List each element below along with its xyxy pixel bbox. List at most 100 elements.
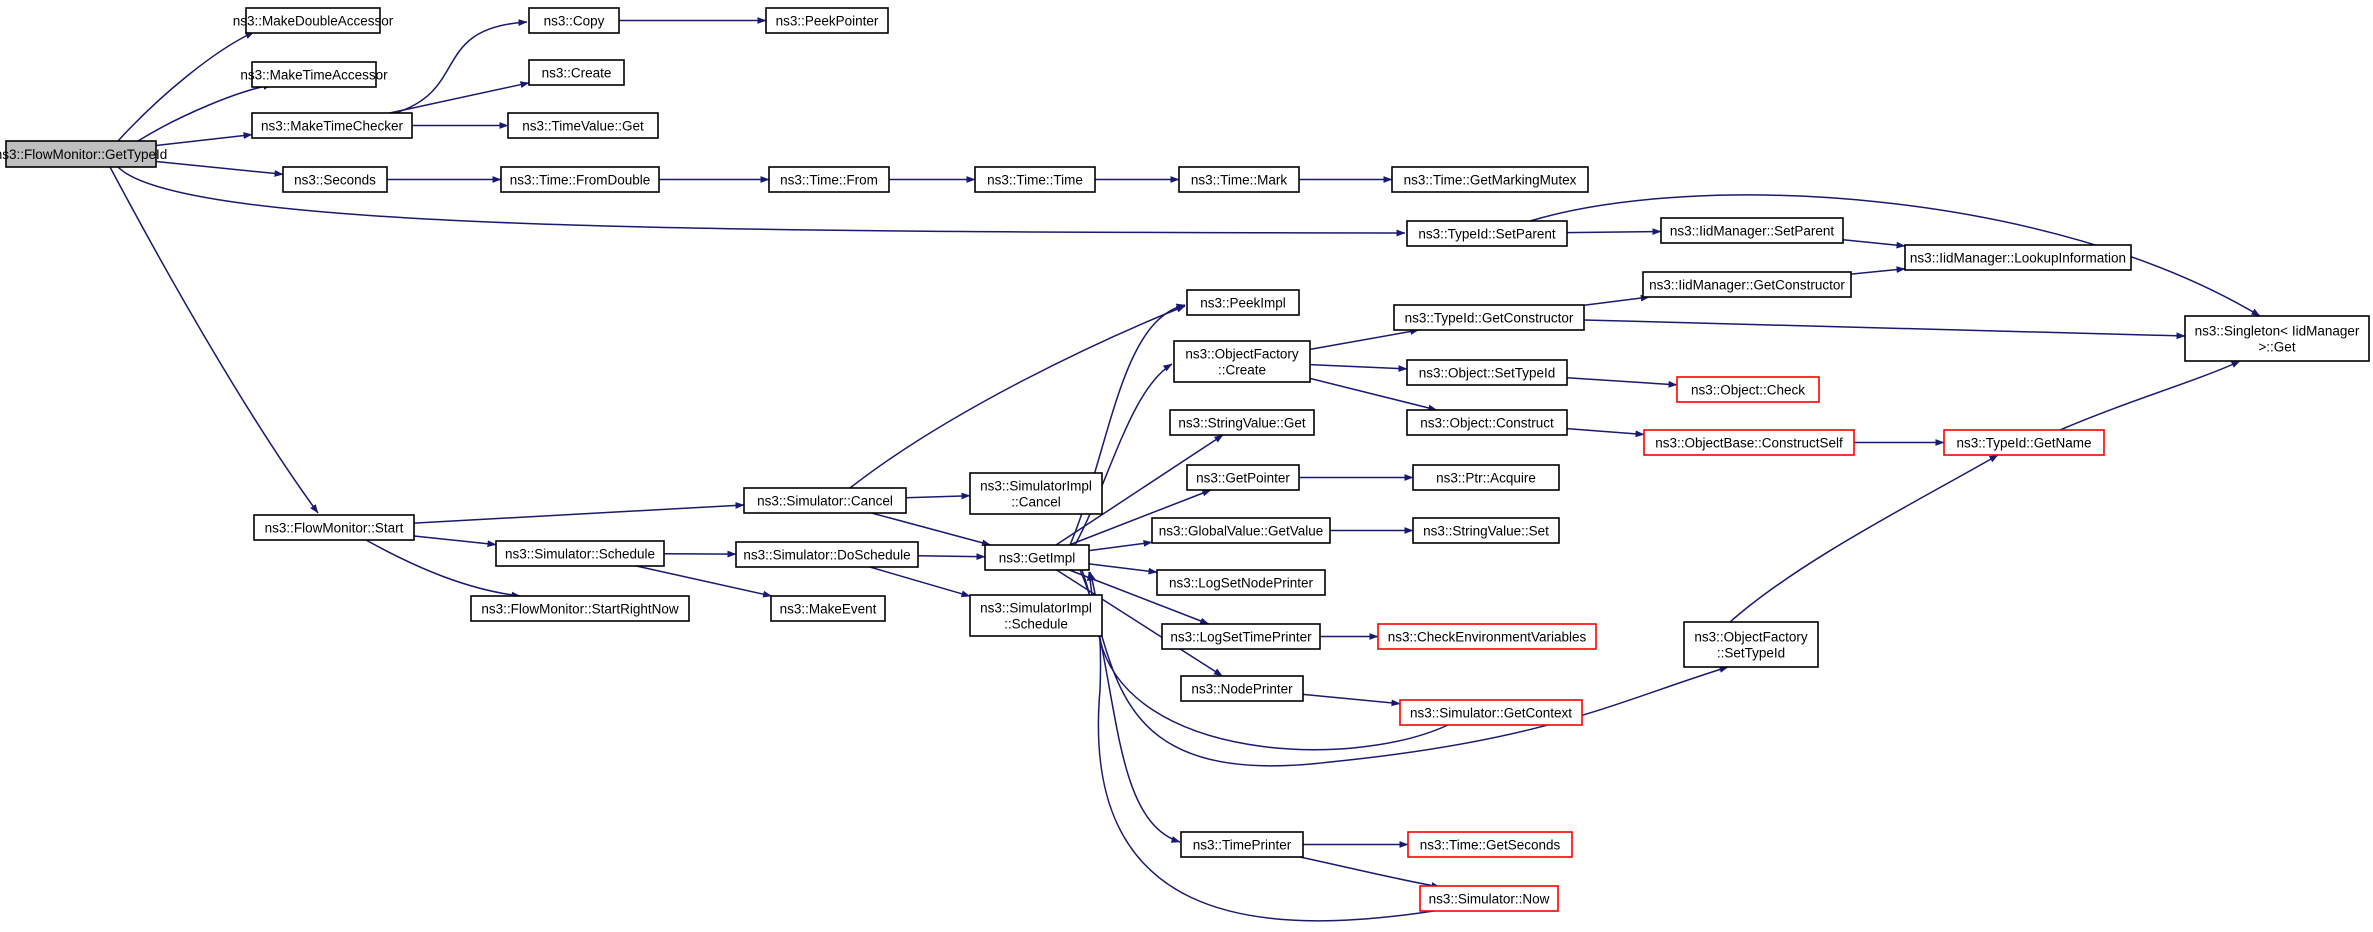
node-ptrAcquire[interactable]: ns3::Ptr::Acquire bbox=[1412, 464, 1560, 491]
node-box[interactable] bbox=[1173, 340, 1311, 383]
node-logSetTimePrinter[interactable]: ns3::LogSetTimePrinter bbox=[1161, 623, 1321, 650]
node-box[interactable] bbox=[470, 595, 690, 622]
node-box[interactable] bbox=[743, 487, 907, 514]
node-simSchedule[interactable]: ns3::Simulator::Schedule bbox=[495, 540, 665, 567]
node-iidGetConstructor[interactable]: ns3::IidManager::GetConstructor bbox=[1642, 271, 1852, 298]
node-flowMonitorStart[interactable]: ns3::FlowMonitor::Start bbox=[253, 514, 415, 541]
node-box[interactable] bbox=[765, 7, 889, 34]
node-box[interactable] bbox=[251, 61, 377, 88]
node-simNow[interactable]: ns3::Simulator::Now bbox=[1419, 885, 1559, 912]
node-objectConstruct[interactable]: ns3::Object::Construct bbox=[1406, 409, 1568, 436]
node-box[interactable] bbox=[1660, 217, 1844, 244]
node-timeFrom[interactable]: ns3::Time::From bbox=[768, 166, 890, 193]
node-timeMark[interactable]: ns3::Time::Mark bbox=[1178, 166, 1300, 193]
node-box[interactable] bbox=[1169, 409, 1315, 436]
node-box[interactable] bbox=[1180, 831, 1304, 858]
node-simGetContext[interactable]: ns3::Simulator::GetContext bbox=[1399, 699, 1583, 726]
node-simCancel[interactable]: ns3::Simulator::Cancel bbox=[743, 487, 907, 514]
node-box[interactable] bbox=[969, 594, 1103, 637]
node-create[interactable]: ns3::Create bbox=[528, 59, 625, 86]
node-box[interactable] bbox=[1412, 517, 1560, 544]
node-box[interactable] bbox=[1186, 464, 1300, 491]
node-box[interactable] bbox=[1943, 429, 2105, 456]
node-box[interactable] bbox=[495, 540, 665, 567]
node-singletonGet[interactable]: ns3::Singleton< IidManager>::Get bbox=[2184, 315, 2370, 362]
node-box[interactable] bbox=[768, 166, 890, 193]
node-timeValueGet[interactable]: ns3::TimeValue::Get bbox=[507, 112, 659, 139]
node-box[interactable] bbox=[1406, 359, 1568, 386]
node-getTypeId[interactable]: ns3::FlowMonitor::GetTypeId bbox=[0, 140, 167, 168]
node-makeDoubleAccessor[interactable]: ns3::MakeDoubleAccessor bbox=[233, 7, 394, 34]
node-box[interactable] bbox=[1904, 244, 2132, 271]
node-makeEvent[interactable]: ns3::MakeEvent bbox=[770, 595, 886, 622]
node-getPointer[interactable]: ns3::GetPointer bbox=[1186, 464, 1300, 491]
node-simImplCancel[interactable]: ns3::SimulatorImpl::Cancel bbox=[969, 472, 1103, 515]
node-objectCheck[interactable]: ns3::Object::Check bbox=[1676, 376, 1820, 403]
node-box[interactable] bbox=[1377, 623, 1597, 650]
node-box[interactable] bbox=[1643, 429, 1855, 456]
node-typeIdSetParent[interactable]: ns3::TypeId::SetParent bbox=[1406, 220, 1568, 247]
node-checkEnvVars[interactable]: ns3::CheckEnvironmentVariables bbox=[1377, 623, 1597, 650]
node-objectFactorySetTypeId[interactable]: ns3::ObjectFactory::SetTypeId bbox=[1683, 621, 1819, 668]
node-nodePrinter[interactable]: ns3::NodePrinter bbox=[1180, 675, 1304, 702]
node-box[interactable] bbox=[1151, 517, 1331, 544]
node-box[interactable] bbox=[1399, 699, 1583, 726]
node-box[interactable] bbox=[1393, 304, 1585, 331]
node-box[interactable] bbox=[253, 514, 415, 541]
node-fromDouble[interactable]: ns3::Time::FromDouble bbox=[500, 166, 660, 193]
node-getImpl[interactable]: ns3::GetImpl bbox=[984, 544, 1090, 571]
node-box[interactable] bbox=[528, 7, 620, 34]
node-box[interactable] bbox=[1180, 675, 1304, 702]
node-iidSetParent[interactable]: ns3::IidManager::SetParent bbox=[1660, 217, 1844, 244]
node-simDoSchedule[interactable]: ns3::Simulator::DoSchedule bbox=[735, 541, 919, 568]
node-logSetNodePrinter[interactable]: ns3::LogSetNodePrinter bbox=[1156, 569, 1326, 596]
node-box[interactable] bbox=[507, 112, 659, 139]
node-box[interactable] bbox=[282, 166, 388, 193]
node-box[interactable] bbox=[770, 595, 886, 622]
node-box[interactable] bbox=[1676, 376, 1820, 403]
node-globalValueGetValue[interactable]: ns3::GlobalValue::GetValue bbox=[1151, 517, 1331, 544]
node-makeTimeChecker[interactable]: ns3::MakeTimeChecker bbox=[251, 112, 413, 139]
node-objectFactoryCreate[interactable]: ns3::ObjectFactory::Create bbox=[1173, 340, 1311, 383]
node-typeIdGetConstructor[interactable]: ns3::TypeId::GetConstructor bbox=[1393, 304, 1585, 331]
node-objectSetTypeId[interactable]: ns3::Object::SetTypeId bbox=[1406, 359, 1568, 386]
node-box[interactable] bbox=[500, 166, 660, 193]
node-timePrinter[interactable]: ns3::TimePrinter bbox=[1180, 831, 1304, 858]
node-box[interactable] bbox=[1391, 166, 1589, 193]
node-peekPointer[interactable]: ns3::PeekPointer bbox=[765, 7, 889, 34]
node-box[interactable] bbox=[1412, 464, 1560, 491]
node-stringValueSet[interactable]: ns3::StringValue::Set bbox=[1412, 517, 1560, 544]
node-box[interactable] bbox=[1683, 621, 1819, 668]
node-box[interactable] bbox=[245, 7, 381, 34]
node-copy[interactable]: ns3::Copy bbox=[528, 7, 620, 34]
node-box[interactable] bbox=[251, 112, 413, 139]
node-peekImpl[interactable]: ns3::PeekImpl bbox=[1186, 289, 1300, 316]
node-box[interactable] bbox=[1642, 271, 1852, 298]
node-lookupInformation[interactable]: ns3::IidManager::LookupInformation bbox=[1904, 244, 2132, 271]
node-box[interactable] bbox=[974, 166, 1096, 193]
node-box[interactable] bbox=[984, 544, 1090, 571]
node-box[interactable] bbox=[1178, 166, 1300, 193]
node-box[interactable] bbox=[969, 472, 1103, 515]
node-box[interactable] bbox=[1156, 569, 1326, 596]
node-box[interactable] bbox=[735, 541, 919, 568]
node-stringValueGet[interactable]: ns3::StringValue::Get bbox=[1169, 409, 1315, 436]
node-box[interactable] bbox=[1406, 220, 1568, 247]
node-box[interactable] bbox=[1419, 885, 1559, 912]
node-constructSelf[interactable]: ns3::ObjectBase::ConstructSelf bbox=[1643, 429, 1855, 456]
node-box[interactable] bbox=[1406, 409, 1568, 436]
node-makeTimeAccessor[interactable]: ns3::MakeTimeAccessor bbox=[240, 61, 388, 88]
node-box[interactable] bbox=[1161, 623, 1321, 650]
node-startRightNow[interactable]: ns3::FlowMonitor::StartRightNow bbox=[470, 595, 690, 622]
node-getMarkingMutex[interactable]: ns3::Time::GetMarkingMutex bbox=[1391, 166, 1589, 193]
node-box[interactable] bbox=[1407, 831, 1573, 858]
node-box[interactable] bbox=[5, 140, 157, 168]
node-simImplSchedule[interactable]: ns3::SimulatorImpl::Schedule bbox=[969, 594, 1103, 637]
node-box[interactable] bbox=[1186, 289, 1300, 316]
node-timeGetSeconds[interactable]: ns3::Time::GetSeconds bbox=[1407, 831, 1573, 858]
node-typeIdGetName[interactable]: ns3::TypeId::GetName bbox=[1943, 429, 2105, 456]
node-seconds[interactable]: ns3::Seconds bbox=[282, 166, 388, 193]
node-timeTime[interactable]: ns3::Time::Time bbox=[974, 166, 1096, 193]
node-box[interactable] bbox=[528, 59, 625, 86]
node-box[interactable] bbox=[2184, 315, 2370, 362]
